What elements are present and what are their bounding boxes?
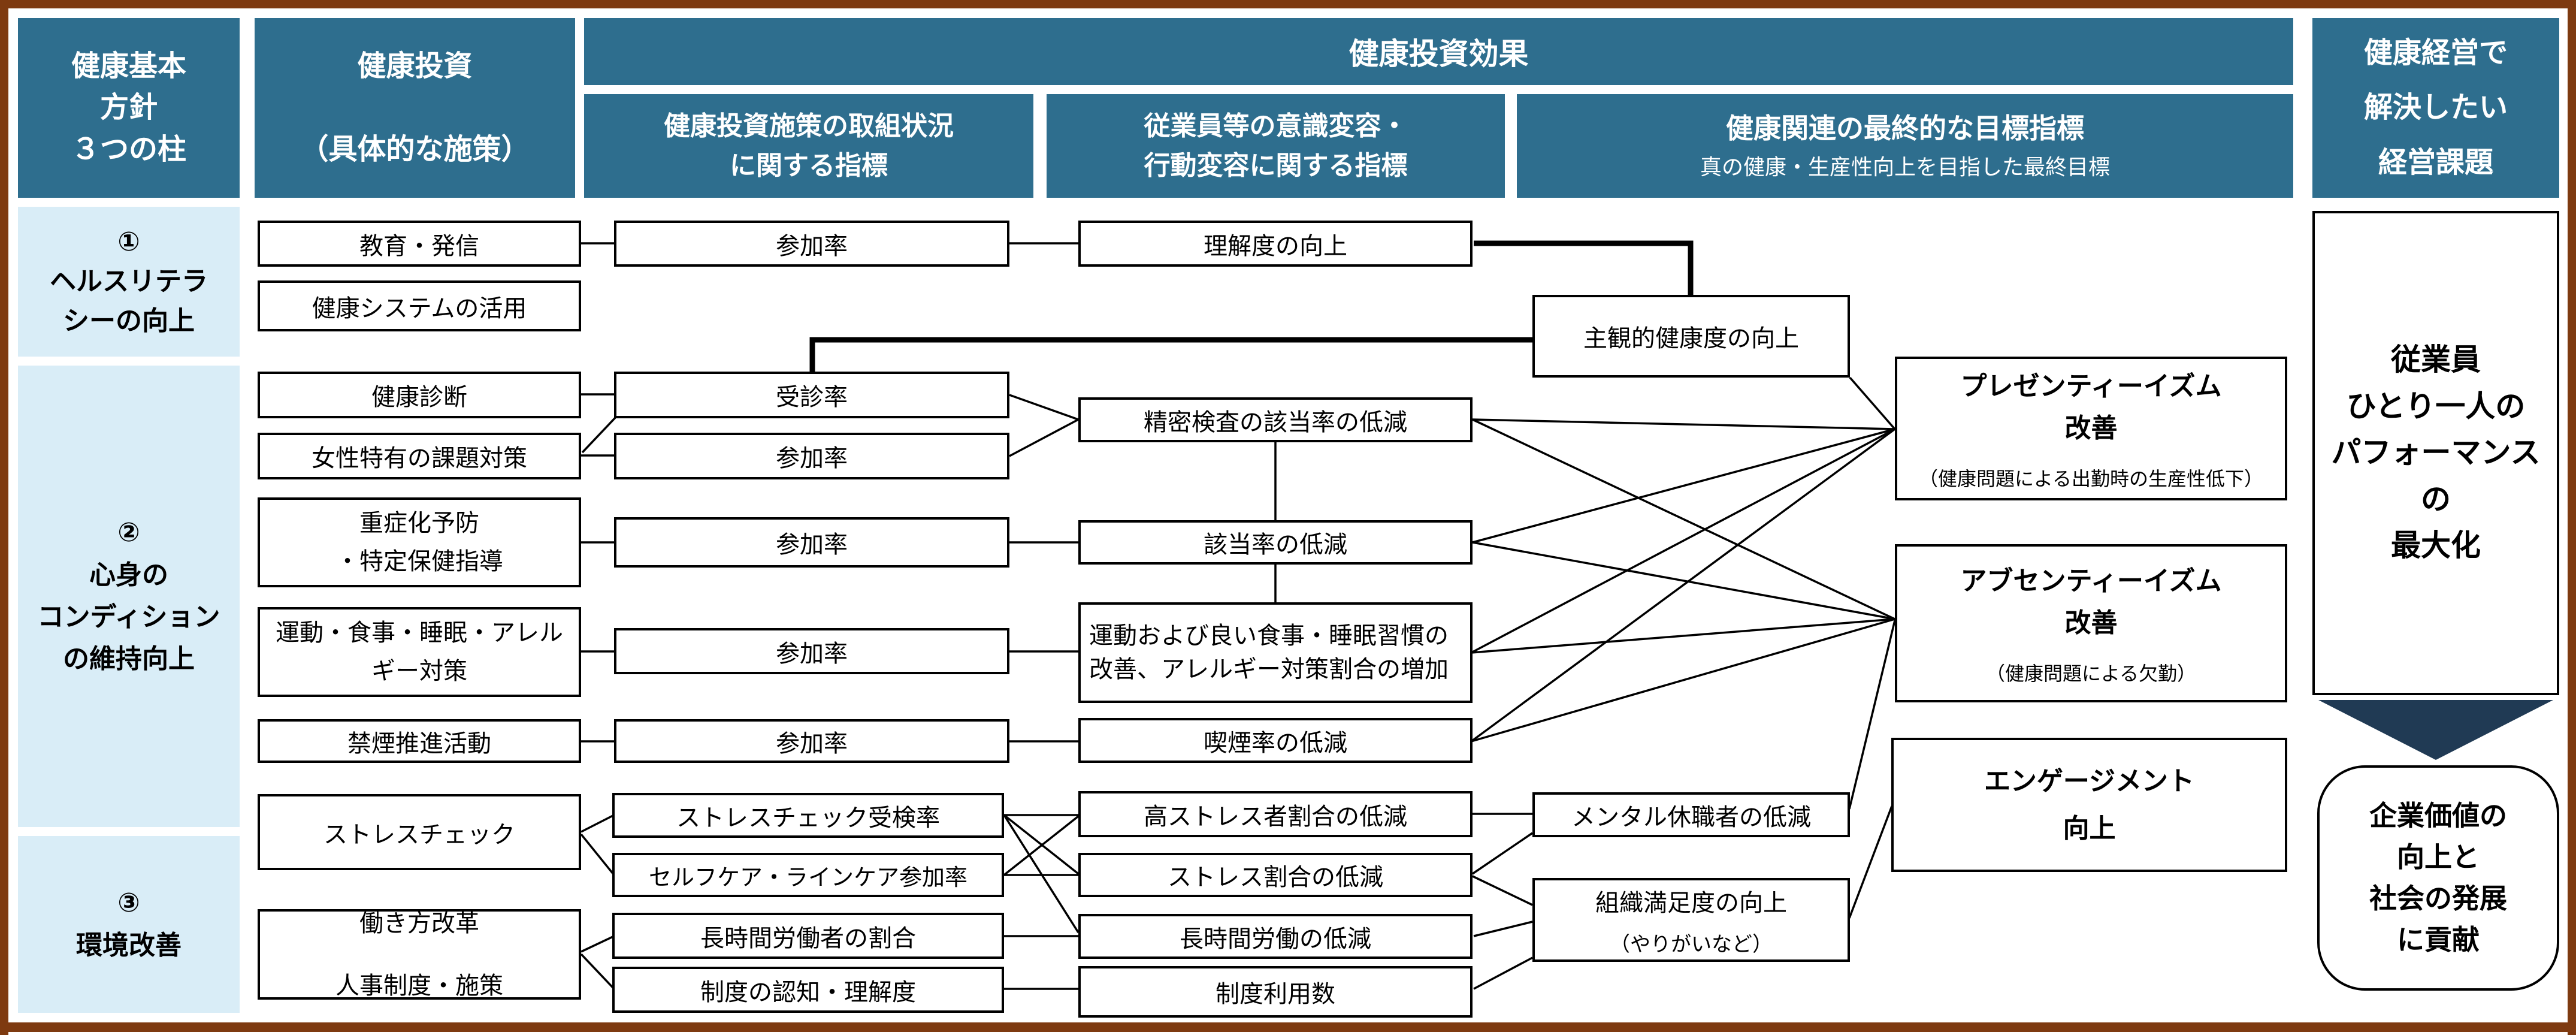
indicator-selfcare-linecare: セルフケア・ラインケア参加率 bbox=[612, 853, 1004, 897]
change-lifestyle-improvement: 運動および良い食事・睡眠習慣の改善、アレルギー対策割合の増加 bbox=[1078, 602, 1473, 703]
indicator-long-hours-ratio: 長時間労働者の割合 bbox=[612, 913, 1004, 959]
outcome-absenteeism-note: （健康問題による欠勤） bbox=[1985, 662, 2197, 686]
investment-column-header: 健康投資 （具体的な施策） bbox=[255, 18, 575, 198]
outcome-presenteeism-note: （健康問題による出勤時の生産性低下） bbox=[1918, 467, 2264, 491]
indicator-participation-smoking: 参加率 bbox=[614, 719, 1009, 763]
pillar-3-environment: ③ 環境改善 bbox=[18, 836, 240, 1013]
measure-no-smoking: 禁煙推進活動 bbox=[258, 719, 581, 763]
measure-lifestyle: 運動・食事・睡眠・アレル ギー対策 bbox=[258, 607, 581, 697]
frame-border-top bbox=[0, 0, 2576, 8]
measure-stress-check: ストレスチェック bbox=[258, 794, 581, 870]
measure-workstyle-reform: 働き方改革 人事制度・施策 bbox=[258, 909, 581, 1000]
final-indicator-note: 真の健康・生産性向上を目指した最終目標 bbox=[1700, 155, 2110, 180]
indicator-participation-womens: 参加率 bbox=[614, 433, 1009, 479]
outcome-engagement: エンゲージメント 向上 bbox=[1891, 738, 2287, 872]
target-org-satisfaction-title: 組織満足度の向上 bbox=[1595, 889, 1787, 917]
indicator-stress-check-rate: ストレスチェック受検率 bbox=[612, 793, 1004, 838]
frame-border-bottom bbox=[0, 1022, 2576, 1032]
process-indicator-header: 健康投資施策の取組状況 に関する指標 bbox=[584, 94, 1033, 198]
effect-header-bar: 健康投資効果 bbox=[584, 18, 2293, 85]
pillar-1-health-literacy: ① ヘルスリテラ シーの向上 bbox=[18, 207, 240, 357]
outcome-absenteeism: アブセンティーイズム 改善 （健康問題による欠勤） bbox=[1895, 544, 2287, 702]
measure-education: 教育・発信 bbox=[258, 221, 581, 267]
behavior-indicator-header: 従業員等の意識変容・ 行動変容に関する指標 bbox=[1047, 94, 1505, 198]
outcome-presenteeism: プレゼンティーイズム 改善 （健康問題による出勤時の生産性低下） bbox=[1895, 357, 2287, 500]
change-high-stress-down: 高ストレス者割合の低減 bbox=[1078, 791, 1473, 837]
change-system-usage: 制度利用数 bbox=[1078, 966, 1473, 1018]
target-org-satisfaction-note: （やりがいなど） bbox=[1610, 932, 1773, 956]
indicator-system-awareness: 制度の認知・理解度 bbox=[612, 967, 1004, 1013]
final-indicator-header: 健康関連の最終的な目標指標 真の健康・生産性向上を目指した最終目標 bbox=[1517, 94, 2293, 198]
final-indicator-title: 健康関連の最終的な目標指標 bbox=[1726, 112, 2084, 145]
frame-border-left bbox=[0, 0, 8, 1035]
measure-womens-issues: 女性特有の課題対策 bbox=[258, 433, 581, 479]
pillar-2-condition: ② 心身の コンディション の維持向上 bbox=[18, 366, 240, 827]
indicator-checkup-rate: 受診率 bbox=[614, 372, 1009, 418]
measure-health-system: 健康システムの活用 bbox=[258, 280, 581, 331]
target-subjective-health: 主観的健康度の向上 bbox=[1532, 295, 1850, 378]
measure-health-checkup: 健康診断 bbox=[258, 372, 581, 418]
change-detailed-exam-down: 精密検査の該当率の低減 bbox=[1078, 397, 1473, 442]
outcome-presenteeism-title: プレゼンティーイズム 改善 bbox=[1960, 370, 2222, 443]
outcome-absenteeism-title: アブセンティーイズム 改善 bbox=[1960, 565, 2222, 638]
measure-severity-prevention: 重症化予防 ・特定保健指導 bbox=[258, 497, 581, 587]
indicator-participation-lifestyle: 参加率 bbox=[614, 628, 1009, 674]
target-mental-leave-down: メンタル休職者の低減 bbox=[1532, 792, 1850, 837]
indicator-participation-severity: 参加率 bbox=[614, 517, 1009, 568]
goal-corporate-value: 企業価値の 向上と 社会の発展 に貢献 bbox=[2317, 765, 2559, 991]
change-smoking-rate-down: 喫煙率の低減 bbox=[1078, 718, 1473, 763]
change-understanding-up: 理解度の向上 bbox=[1078, 221, 1473, 267]
indicator-participation-education: 参加率 bbox=[614, 221, 1009, 267]
target-org-satisfaction: 組織満足度の向上 （やりがいなど） bbox=[1532, 878, 1850, 962]
change-long-hours-down: 長時間労働の低減 bbox=[1078, 914, 1473, 959]
change-applicable-rate-down: 該当率の低減 bbox=[1078, 520, 1473, 565]
change-stress-ratio-down: ストレス割合の低減 bbox=[1078, 853, 1473, 897]
pillar-column-header: 健康基本 方針 ３つの柱 bbox=[18, 18, 240, 198]
goal-performance-max: 従業員 ひとり一人の パフォーマンス の 最大化 bbox=[2312, 211, 2559, 695]
management-issue-header: 健康経営で 解決したい 経営課題 bbox=[2312, 18, 2559, 198]
frame-border-right bbox=[2568, 0, 2576, 1035]
